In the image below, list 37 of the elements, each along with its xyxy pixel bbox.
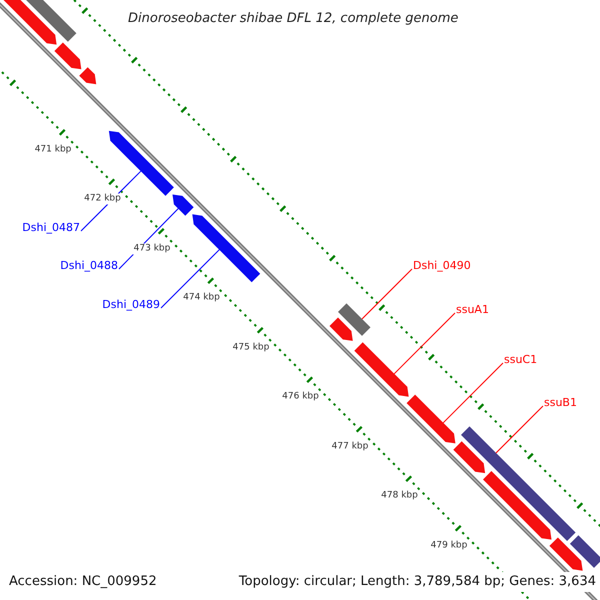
leader-line [394,312,456,374]
leader-line [442,362,504,424]
gene-segment [354,342,409,397]
leader-line [362,268,412,320]
tick-label: 479 kbp [430,540,468,552]
accession-text: Accession: NC_009952 [9,572,157,592]
gene-label: Dshi_0490 [413,259,471,273]
gene-segment [570,535,600,568]
tick-label: 476 kbp [281,392,320,403]
gene-label: Dshi_0488 [60,259,118,273]
gene-label: ssuA1 [456,303,489,317]
gene-segment [406,394,456,444]
gene-segment [453,441,486,474]
tick-label: 474 kbp [182,292,221,304]
gene-segment [192,214,260,282]
tick-label: 478 kbp [380,490,419,502]
gene-label: ssuC1 [504,353,538,367]
gene-label: Dshi_0489 [102,298,160,312]
tick-label: 471 kbp [34,144,72,156]
gene-segment [79,67,96,84]
tick-label: 472 kbp [83,194,122,205]
gene-segment [549,538,583,571]
tick-label: 477 kbp [330,441,370,452]
tick-label: 473 kbp [132,243,172,254]
gene-label: Dshi_0487 [22,221,80,235]
gene-segment [172,194,194,216]
gene-segment [461,426,576,541]
gene-segment [338,303,370,336]
tick-label: 475 kbp [232,342,270,354]
gene-segment [54,42,82,70]
title: Dinoroseobacter shibae DFL 12, complete genome [128,10,458,28]
gene-segment [483,471,552,540]
leader-line [160,249,220,308]
leader-line [496,406,544,454]
topology-text: Topology: circular; Length: 3,789,584 bp; Genes: 3,634 [238,572,596,592]
gene-label: ssuB1 [544,396,577,410]
gene-segment [330,318,353,341]
